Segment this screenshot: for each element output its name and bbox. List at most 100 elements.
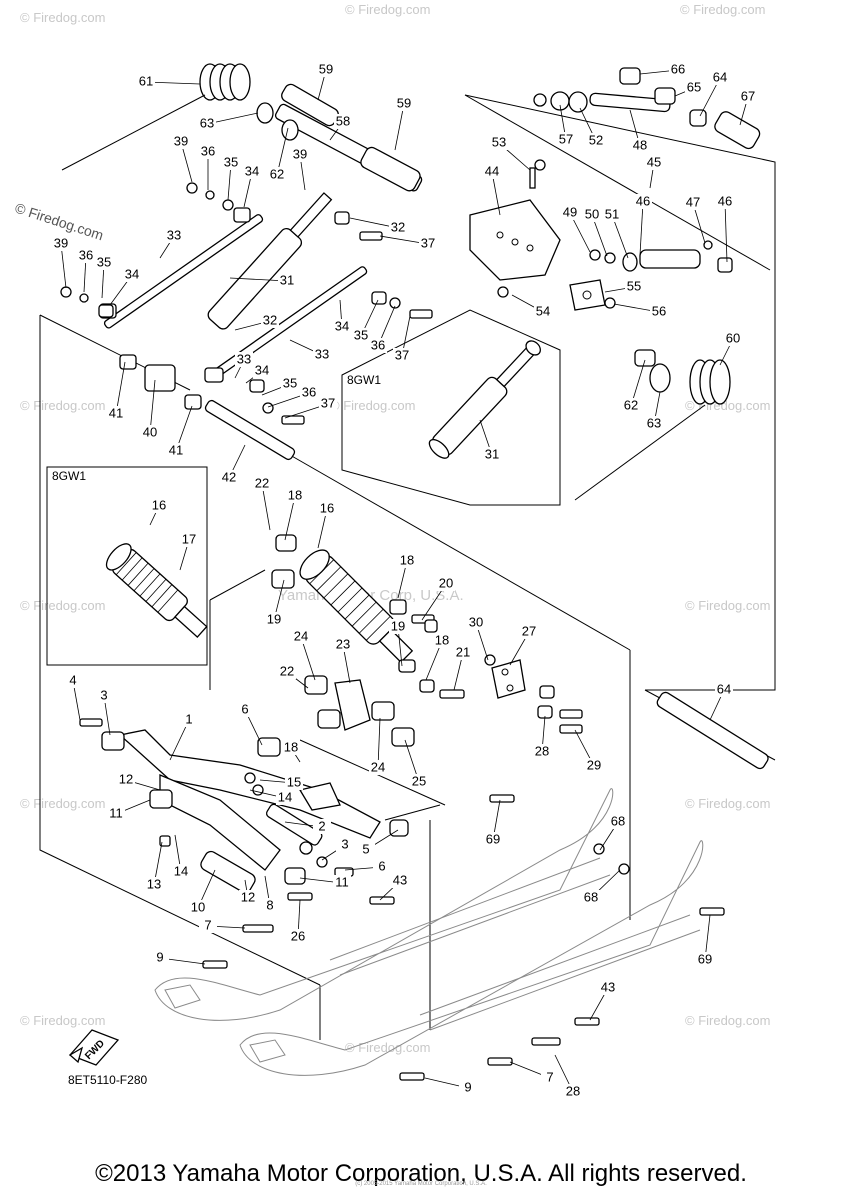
- part-label-bg: [292, 629, 310, 644]
- part-label-bg: [352, 328, 370, 343]
- part-label-bg: [419, 236, 437, 251]
- part-number-label: 19: [267, 611, 281, 626]
- part-label-bg: [285, 775, 303, 790]
- part-label-bg: [289, 929, 307, 944]
- part-label-bg: [696, 952, 714, 967]
- watermark: © Firedog.com: [685, 796, 770, 811]
- part-label-bg: [199, 918, 217, 933]
- leader-line: [261, 483, 271, 531]
- inset-label: 8GW1: [347, 373, 381, 387]
- part-number-label: 35: [97, 254, 111, 269]
- part-label-bg: [520, 624, 538, 639]
- part-code: 8ET5110-F280: [68, 1073, 147, 1087]
- part-label-bg: [483, 447, 501, 462]
- part-label-bg: [236, 702, 254, 717]
- part-number-label: 64: [713, 69, 727, 84]
- part-number-label: 45: [647, 154, 661, 169]
- part-label-bg: [393, 348, 411, 363]
- part-number-label: 34: [255, 362, 269, 377]
- part-label-bg: [107, 806, 125, 821]
- part-number-label: 35: [283, 375, 297, 390]
- part-label-bg: [585, 758, 603, 773]
- part-number-label: 22: [255, 475, 269, 490]
- part-number-label: 58: [336, 113, 350, 128]
- part-number-label: 57: [559, 131, 573, 146]
- part-number-label: 12: [241, 889, 255, 904]
- part-label-bg: [123, 267, 141, 282]
- part-label-bg: [180, 712, 198, 727]
- watermark: © Firedog.com: [20, 10, 105, 25]
- part-label-bg: [373, 859, 391, 874]
- part-number-label: 68: [611, 813, 625, 828]
- part-label-bg: [333, 319, 351, 334]
- part-number-label: 46: [636, 193, 650, 208]
- part-number-label: 3: [100, 687, 107, 702]
- watermark: © Firedog.com: [685, 598, 770, 613]
- part-label-bg: [622, 398, 640, 413]
- part-number-label: 13: [147, 876, 161, 891]
- part-number-label: 32: [263, 312, 277, 327]
- part-number-label: 39: [54, 235, 68, 250]
- part-label-bg: [609, 814, 627, 829]
- part-label-bg: [369, 760, 387, 775]
- part-label-bg: [300, 385, 318, 400]
- part-number-label: 10: [191, 899, 205, 914]
- part-number-label: 63: [647, 415, 661, 430]
- part-label-bg: [313, 819, 331, 834]
- part-number-label: 53: [492, 134, 506, 149]
- part-label-bg: [599, 980, 617, 995]
- lower-arm-group: [79, 718, 409, 894]
- part-label-bg: [95, 688, 113, 703]
- part-number-label: 43: [393, 872, 407, 887]
- part-number-label: 33: [315, 346, 329, 361]
- watermark: © Firedog.com: [20, 1013, 105, 1028]
- part-label-bg: [389, 220, 407, 235]
- part-label-bg: [180, 532, 198, 547]
- part-number-label: 15: [287, 774, 301, 789]
- copyright-notice: ©2013 Yamaha Motor Corporation, U.S.A. A…: [95, 1160, 747, 1187]
- leader-line: [149, 379, 156, 434]
- part-number-label: 44: [485, 163, 499, 178]
- part-label-bg: [603, 207, 621, 222]
- part-number-label: 50: [585, 206, 599, 221]
- part-label-bg: [278, 664, 296, 679]
- watermark: © Firedog.com: [330, 398, 415, 413]
- part-label-bg: [582, 890, 600, 905]
- part-number-label: 37: [321, 395, 335, 410]
- part-label-bg: [333, 875, 351, 890]
- part-label-bg: [634, 194, 652, 209]
- part-label-bg: [261, 898, 279, 913]
- part-number-label: 39: [174, 133, 188, 148]
- part-label-bg: [669, 62, 687, 77]
- part-number-label: 20: [439, 575, 453, 590]
- watermark: © Firedog.com: [20, 598, 105, 613]
- part-label-bg: [150, 498, 168, 513]
- part-label-bg: [533, 744, 551, 759]
- part-number-label: 64: [717, 681, 731, 696]
- part-label-bg: [151, 950, 169, 965]
- part-label-bg: [199, 144, 217, 159]
- part-label-bg: [369, 338, 387, 353]
- part-label-bg: [243, 164, 261, 179]
- part-number-label: 33: [237, 351, 251, 366]
- part-number-label: 5: [362, 841, 369, 856]
- part-label-bg: [276, 790, 294, 805]
- part-label-bg: [172, 134, 190, 149]
- part-label-bg: [278, 273, 296, 288]
- front-arm-group: [60, 63, 433, 461]
- part-number-label: 43: [601, 979, 615, 994]
- fwd-arrow-icon: FWD: [68, 1029, 120, 1066]
- part-label-bg: [557, 132, 575, 147]
- part-number-label: 36: [201, 143, 215, 158]
- part-number-label: 60: [726, 330, 740, 345]
- part-number-label: 33: [167, 227, 181, 242]
- part-label-bg: [77, 248, 95, 263]
- part-number-label: 39: [293, 146, 307, 161]
- part-label-bg: [490, 135, 508, 150]
- part-label-bg: [395, 96, 413, 111]
- shock-group: [271, 534, 583, 747]
- part-label-bg: [336, 837, 354, 852]
- part-number-label: 31: [485, 446, 499, 461]
- part-number-label: 6: [378, 858, 385, 873]
- part-label-bg: [281, 376, 299, 391]
